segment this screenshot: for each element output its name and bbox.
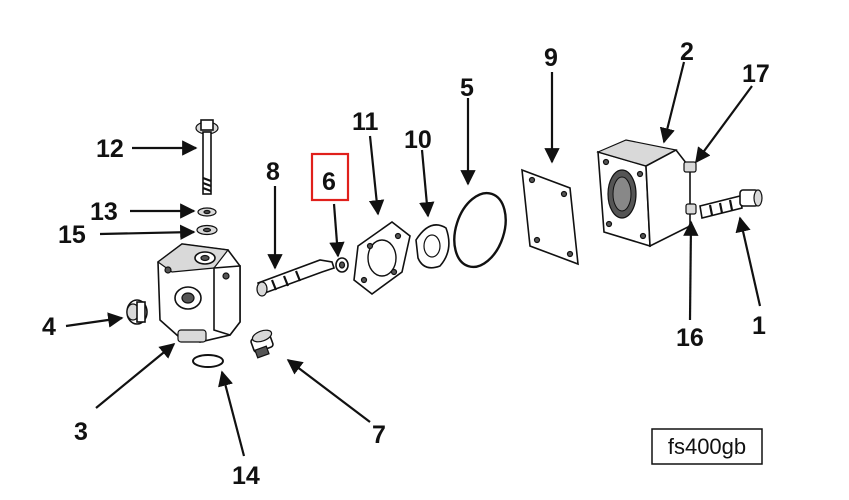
label-14: 14 xyxy=(232,462,260,490)
label-5: 5 xyxy=(460,74,474,102)
label-15: 15 xyxy=(58,221,86,249)
flange-plate xyxy=(353,221,411,296)
terminal-upper xyxy=(683,161,697,173)
shaft xyxy=(256,259,336,297)
washer-lower xyxy=(196,224,218,236)
label-16: 16 xyxy=(676,324,704,352)
label-2: 2 xyxy=(680,38,694,66)
label-11: 11 xyxy=(352,108,379,136)
terminal-lower xyxy=(685,203,697,215)
label-1: 1 xyxy=(752,312,766,340)
label-17: 17 xyxy=(742,60,770,88)
reference-code: fs400gb xyxy=(668,434,746,459)
motor-body xyxy=(596,139,691,248)
leader-lines xyxy=(65,61,762,457)
gasket-ring xyxy=(415,224,450,269)
label-6: 6 xyxy=(322,168,336,196)
small-washer xyxy=(335,257,349,273)
part-labels: 12 13 15 4 3 14 7 8 6 11 10 5 9 2 17 16 … xyxy=(42,38,770,490)
plug xyxy=(126,299,148,325)
o-ring-small xyxy=(192,354,224,368)
screw xyxy=(699,189,763,219)
label-10: 10 xyxy=(404,126,432,154)
reference-code-box: fs400gb xyxy=(651,428,763,465)
washer-upper xyxy=(197,207,217,217)
label-13: 13 xyxy=(90,198,118,226)
label-8: 8 xyxy=(266,158,280,186)
o-ring-large xyxy=(453,191,507,269)
label-3: 3 xyxy=(74,418,88,446)
bolt xyxy=(195,119,219,195)
label-12: 12 xyxy=(96,135,124,163)
label-9: 9 xyxy=(544,44,558,72)
gasket-sheet xyxy=(521,168,579,266)
drain-plug xyxy=(250,329,274,359)
highlight-box-6 xyxy=(310,152,350,202)
label-7: 7 xyxy=(372,421,386,449)
pump-housing xyxy=(156,243,241,343)
label-4: 4 xyxy=(42,313,56,341)
